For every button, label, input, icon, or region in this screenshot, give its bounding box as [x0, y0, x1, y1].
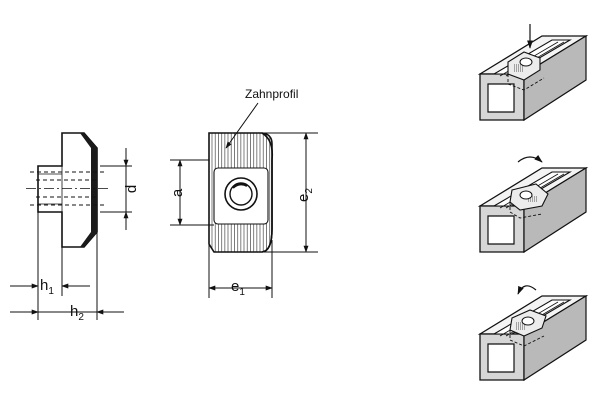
side-view-flank: [80, 133, 97, 247]
label-zahnprofil: Zahnprofil: [245, 87, 298, 101]
front-view: Zahnprofil a e2 e1: [169, 87, 318, 298]
side-view-body: [37, 132, 98, 248]
mounting-step-lock: [477, 285, 589, 382]
dimension-e1: e1: [208, 240, 273, 298]
zahnprofil-callout: Zahnprofil: [225, 87, 298, 149]
dimension-d: d: [100, 148, 140, 230]
label-h1: h1: [40, 277, 54, 297]
label-h2: h2: [70, 303, 84, 323]
mounting-step-insert: [477, 24, 589, 122]
dimension-h2: h2: [10, 232, 124, 323]
label-e2: e2: [295, 188, 315, 202]
side-view: d h1 h2: [10, 132, 140, 323]
mounting-step-rotate: [477, 154, 589, 254]
label-e1: e1: [231, 278, 245, 298]
dimension-e2: e2: [262, 132, 318, 253]
dimension-h1: h1: [10, 212, 90, 297]
label-d: d: [123, 185, 140, 193]
label-a: a: [169, 188, 186, 197]
dimension-a: a: [169, 159, 214, 226]
